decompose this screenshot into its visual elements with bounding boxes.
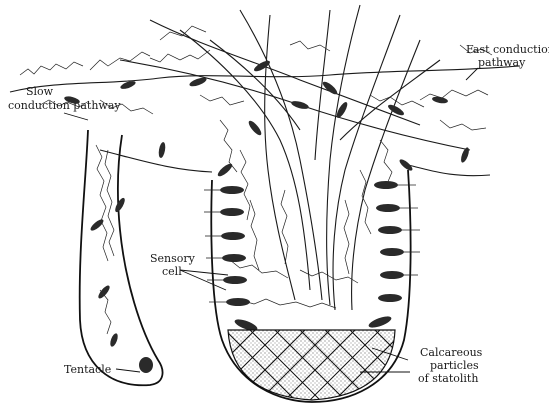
sensory-cell-label-line1: Sensory <box>150 252 196 265</box>
fast-pathway-label-line2: pathway <box>478 56 526 69</box>
statolith <box>180 330 450 405</box>
statolith-label-line3: of statolith <box>418 372 478 385</box>
slow-pathway-label-line2: conduction pathway <box>8 99 121 112</box>
sensory-cells-right <box>367 181 404 330</box>
sensory-cell-label-line2: cell <box>162 265 182 278</box>
slow-conduction-net <box>20 26 492 334</box>
leader-lines <box>64 68 478 372</box>
slow-pathway-label-line1: Slow <box>26 85 54 98</box>
tentacle-label: Tentacle <box>64 363 111 376</box>
statolith-label-line2: particles <box>430 359 479 372</box>
statolith-label-line1: Calcareous <box>420 346 483 359</box>
fast-pathway-label-line1: Fast conduction <box>466 43 549 56</box>
